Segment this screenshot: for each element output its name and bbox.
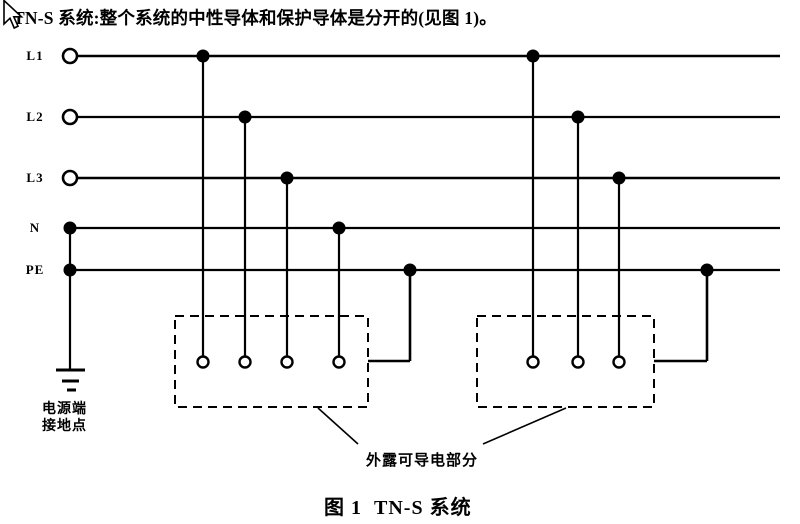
junction-dot [238, 110, 252, 124]
source-terminal [61, 47, 79, 65]
mouse-cursor-icon [3, 0, 24, 30]
equipment-terminal [280, 355, 294, 369]
equipment-box-1 [174, 315, 369, 408]
equipment-terminal [238, 355, 252, 369]
heading-text: TN-S 系统:整个系统的中性导体和保护导体是分开的(见图 1)。 [13, 8, 497, 28]
phase-conductor-lines [70, 54, 780, 272]
leader-line-right [482, 407, 567, 445]
equipment-terminal [332, 355, 346, 369]
conductor-label-n: N [29, 220, 41, 235]
source-terminal [61, 169, 79, 187]
equipment-terminal [612, 355, 626, 369]
equipment-terminals [196, 355, 626, 369]
leader-lines [317, 407, 567, 445]
source-terminals [61, 47, 79, 187]
equipment-2-drop-lines [531, 56, 709, 363]
source-terminal [61, 108, 79, 126]
conductor-label-pe: PE [25, 262, 45, 277]
equipment-terminal [196, 355, 210, 369]
junction-dot [63, 263, 77, 277]
junction-dot [526, 49, 540, 63]
equipment-box-2 [476, 315, 655, 408]
earth-symbol [56, 228, 85, 392]
leader-line-left [317, 407, 359, 445]
junction-dot [332, 221, 346, 235]
junction-dot [612, 171, 626, 185]
conductor-label-l1: L1 [26, 48, 44, 63]
equipment-terminal [526, 355, 540, 369]
junction-dot [403, 263, 417, 277]
equipment-1-drop-lines [201, 56, 412, 363]
junction-dot [571, 110, 585, 124]
junction-dot [700, 263, 714, 277]
junction-dot [196, 49, 210, 63]
exposed-parts-label: 外露可导电部分 [366, 453, 479, 469]
source-earth-label: 电源端 接地点 [42, 402, 87, 434]
conductor-label-l2: L2 [26, 109, 44, 124]
conductor-label-l3: L3 [26, 170, 44, 185]
junction-dot [63, 221, 77, 235]
junction-dots [63, 49, 714, 277]
junction-dot [280, 171, 294, 185]
equipment-terminal [571, 355, 585, 369]
figure-caption: 图 1 TN-S 系统 [324, 497, 472, 519]
